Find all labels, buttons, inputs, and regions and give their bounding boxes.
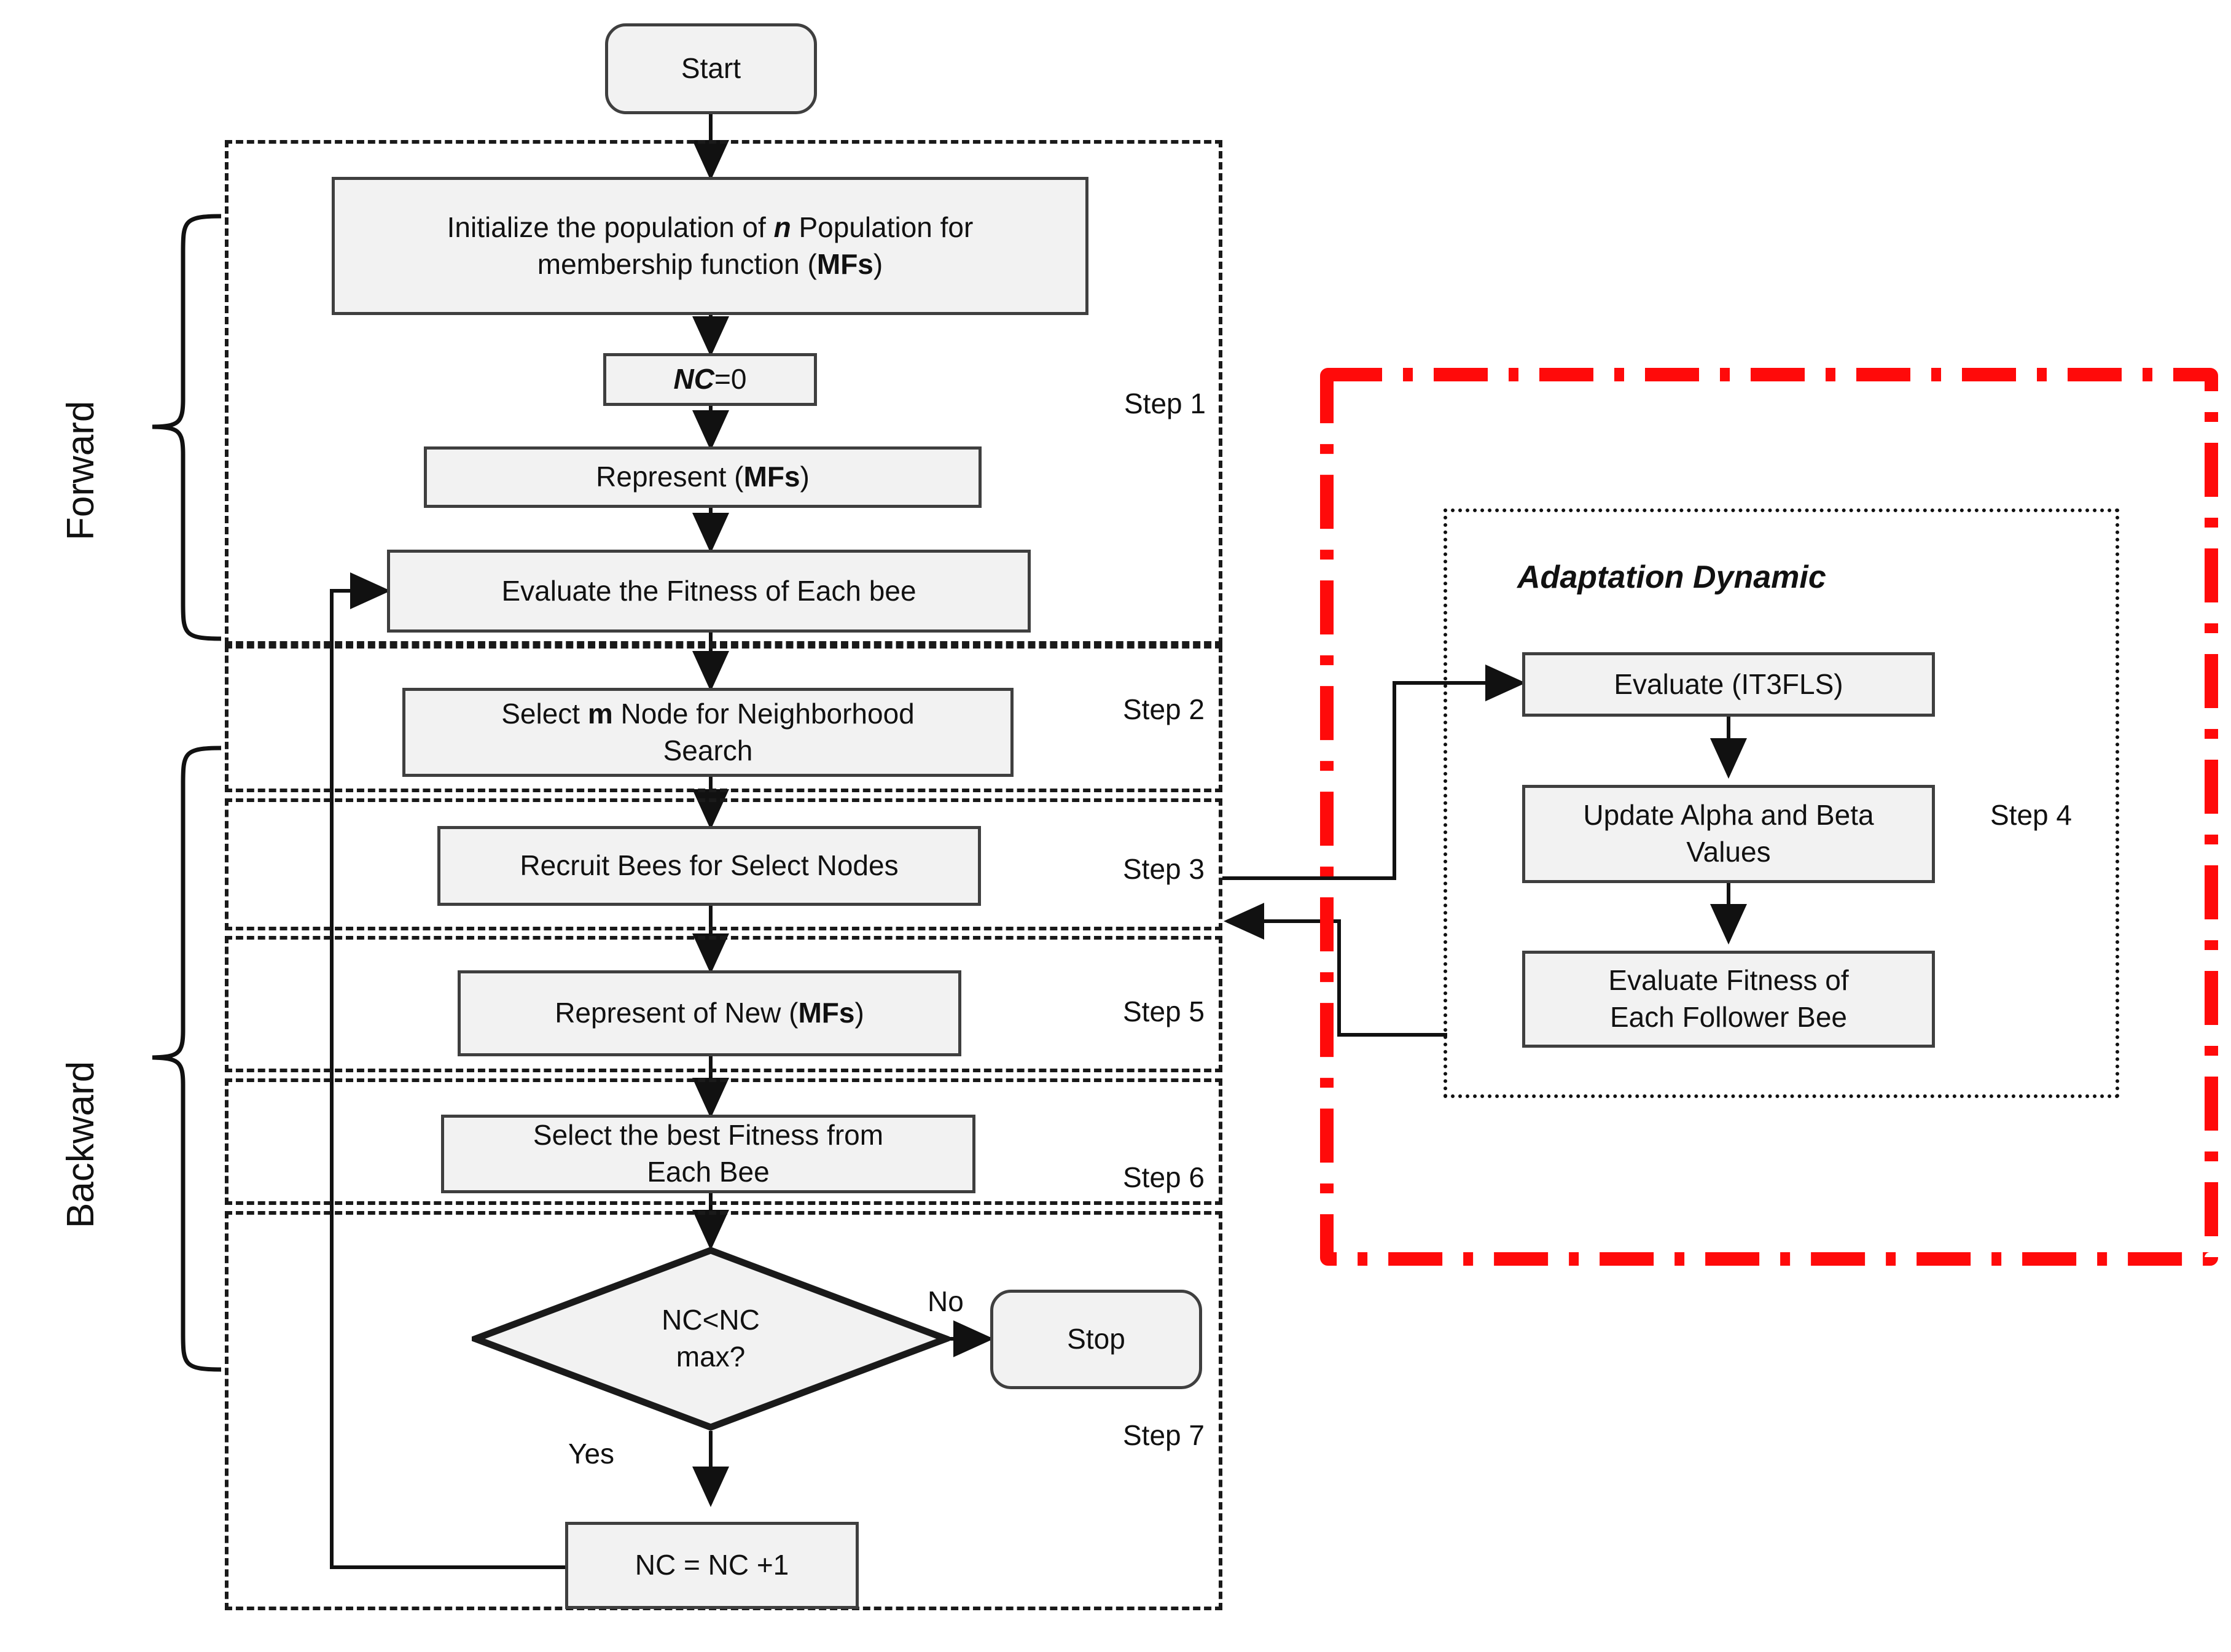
node-select-best-fitness[interactable]: Select the best Fitness from Each Bee [441, 1115, 975, 1193]
node-represent-mfs-label: Represent (MFs) [596, 461, 810, 493]
node-stop-label: Stop [1067, 1323, 1125, 1355]
node-stop[interactable]: Stop [990, 1290, 1202, 1389]
node-start[interactable]: Start [605, 23, 817, 114]
node-represent-new-mfs[interactable]: Represent of New (MFs) [458, 970, 961, 1056]
node-evaluate-fitness-each-bee[interactable]: Evaluate the Fitness of Each bee [387, 550, 1031, 633]
step-6-label: Step 6 [1123, 1161, 1205, 1193]
step-6-container [225, 1078, 1222, 1205]
adaptation-dynamic-container [1444, 508, 2119, 1098]
side-label-forward: Forward [60, 400, 102, 540]
step-1-container [225, 140, 1222, 645]
node-nc-zero[interactable]: NC=0 [603, 353, 817, 406]
node-evaluate-it3fls-label: Evaluate (IT3FLS) [1614, 668, 1843, 700]
step-2-label: Step 2 [1123, 693, 1205, 725]
adaptation-dynamic-title: Adaptation Dynamic [1517, 559, 1826, 595]
step-5-container [225, 936, 1222, 1072]
node-recruit-bees[interactable]: Recruit Bees for Select Nodes [437, 826, 981, 906]
node-nc-increment[interactable]: NC = NC +1 [565, 1522, 859, 1609]
step-5-label: Step 5 [1123, 995, 1205, 1027]
step-4-label: Step 4 [1990, 799, 2072, 831]
edge-label-yes: Yes [568, 1438, 615, 1470]
node-recruit-bees-label: Recruit Bees for Select Nodes [520, 849, 899, 882]
node-update-alpha-beta-label: Update Alpha and Beta Values [1583, 799, 1874, 868]
node-select-m-node[interactable]: Select m Node for Neighborhood Search [402, 688, 1014, 777]
step-3-label: Step 3 [1123, 853, 1205, 885]
node-initialize-population[interactable]: Initialize the population of n Populatio… [332, 177, 1088, 315]
step-1-label: Step 1 [1124, 388, 1206, 419]
node-start-label: Start [681, 52, 741, 85]
node-select-best-fitness-label: Select the best Fitness from Each Bee [533, 1119, 884, 1188]
edge-label-no: No [928, 1285, 964, 1317]
node-represent-mfs[interactable]: Represent (MFs) [424, 446, 982, 508]
node-nc-zero-label: NC=0 [673, 363, 747, 395]
node-update-alpha-beta[interactable]: Update Alpha and Beta Values [1522, 785, 1935, 883]
node-initialize-population-label: Initialize the population of n Populatio… [447, 211, 974, 280]
node-select-m-node-label: Select m Node for Neighborhood Search [501, 697, 915, 766]
node-nc-increment-label: NC = NC +1 [635, 1549, 789, 1581]
node-evaluate-it3fls[interactable]: Evaluate (IT3FLS) [1522, 652, 1935, 717]
node-decision-nc-max[interactable]: NC<NC max? [472, 1247, 950, 1431]
step-3-container [225, 798, 1222, 930]
node-evaluate-follower-bee[interactable]: Evaluate Fitness of Each Follower Bee [1522, 951, 1935, 1048]
node-evaluate-follower-bee-label: Evaluate Fitness of Each Follower Bee [1608, 964, 1849, 1033]
node-evaluate-fitness-each-bee-label: Evaluate the Fitness of Each bee [501, 574, 916, 607]
side-label-backward: Backward [60, 1061, 102, 1228]
adaptation-red-region [1320, 368, 2218, 1266]
step-7-label: Step 7 [1123, 1419, 1205, 1451]
step-2-container [225, 645, 1222, 792]
node-represent-new-mfs-label: Represent of New (MFs) [555, 997, 864, 1029]
